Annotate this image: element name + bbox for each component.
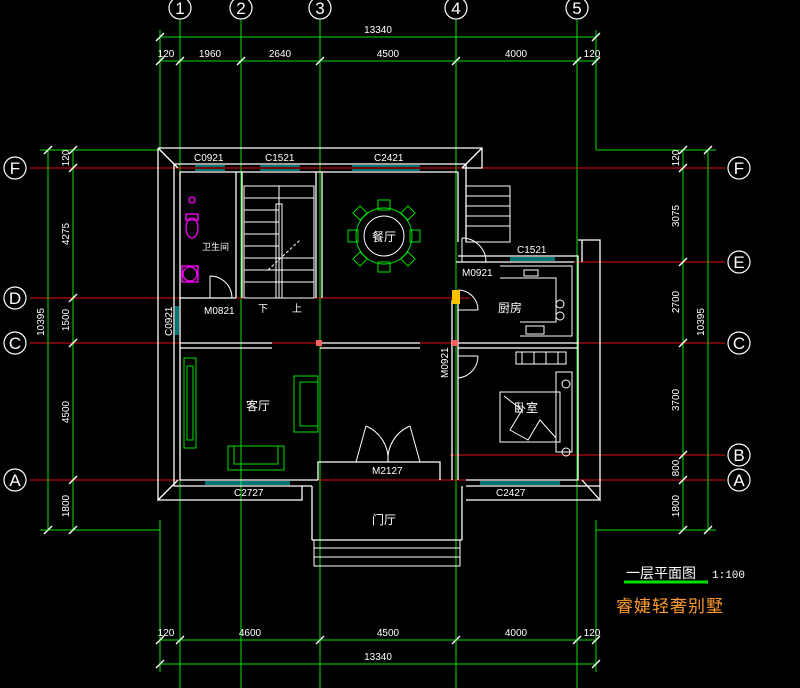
column-marker [316, 340, 322, 346]
dim-right-2: 3075 [671, 204, 682, 227]
axis-bubbles-right [727, 156, 751, 492]
dim-left-3: 1500 [61, 308, 72, 331]
room-label-kitchen: 厨房 [498, 300, 522, 315]
window-tag-c2727: C2727 [234, 488, 264, 499]
dim-right-4: 3700 [671, 388, 682, 411]
door-tag-m0921-bedroom: M0921 [440, 347, 451, 378]
stair-down-label: 下 [258, 304, 268, 315]
room-label-foyer: 门厅 [372, 512, 396, 527]
living-room-furniture [183, 357, 319, 471]
front-steps [313, 539, 461, 567]
walls [157, 147, 601, 541]
stair-up-label: 上 [292, 303, 302, 315]
dim-top-4: 4500 [377, 49, 400, 60]
east-steps [465, 185, 511, 243]
bathroom-fixtures [181, 196, 199, 283]
project-name: 睿婕轻奢别墅 [616, 597, 724, 616]
dimension-lines [40, 30, 716, 672]
window-tag-c2427: C2427 [496, 488, 526, 499]
door-tag-m0921-kitchen: M0921 [462, 268, 493, 279]
axis-bubbles-top [168, 0, 589, 20]
dim-right-6: 1800 [671, 494, 682, 517]
kitchen-counter [500, 265, 573, 337]
dim-left-overall: 10395 [36, 308, 47, 336]
room-label-bedroom: 卧室 [514, 400, 538, 415]
drawing-scale: 1:100 [712, 570, 745, 582]
column-marker [452, 290, 460, 304]
room-label-living: 客厅 [246, 398, 270, 413]
bedroom-furniture [499, 351, 573, 457]
axis-label-5: 5 [572, 0, 581, 18]
axis-label-F-left: F [10, 159, 20, 178]
axis-label-B-right: B [733, 446, 744, 465]
axis-label-A-left: A [9, 471, 21, 490]
dim-left-2: 4275 [61, 222, 72, 245]
axis-label-D-left: D [9, 289, 21, 308]
axis-lines [30, 20, 725, 688]
window-tag-c2421: C2421 [374, 153, 404, 164]
room-label-dining: 餐厅 [372, 229, 396, 244]
drawing-title: 一层平面图 [626, 566, 696, 582]
dim-bottom-overall: 13340 [364, 652, 392, 663]
window-tag-c1521-top: C1521 [265, 153, 295, 164]
dim-left-4: 4500 [61, 400, 72, 423]
dim-top-overall: 13340 [364, 25, 392, 36]
window-tag-c1521-kitchen: C1521 [517, 245, 547, 256]
dim-top-5: 4000 [505, 49, 528, 60]
dim-top-3: 2640 [269, 49, 292, 60]
window-tag-c0921-left: C0921 [164, 306, 175, 336]
window-tag-c0921-top: C0921 [194, 153, 224, 164]
column-marker [452, 340, 458, 346]
dining-table [347, 199, 421, 273]
dim-right-3: 2700 [671, 290, 682, 313]
dim-left-1: 120 [61, 149, 72, 166]
dim-bottom-5: 120 [584, 628, 601, 639]
axis-label-E-right: E [733, 253, 744, 272]
axis-label-F-right: F [734, 159, 744, 178]
axis-label-2: 2 [236, 0, 245, 18]
dim-right-5: 800 [671, 459, 682, 476]
door-tag-m2127: M2127 [372, 466, 403, 477]
dim-bottom-1: 120 [158, 628, 175, 639]
room-label-bathroom: 卫生间 [202, 241, 229, 252]
axis-bubbles-left [3, 156, 27, 492]
dim-right-1: 120 [671, 149, 682, 166]
axis-label-3: 3 [315, 0, 324, 18]
dim-right-overall: 10395 [696, 308, 707, 336]
axis-label-1: 1 [175, 0, 184, 18]
axis-label-C-right: C [733, 334, 745, 353]
dim-bottom-3: 4500 [377, 628, 400, 639]
windows [175, 165, 560, 485]
dim-left-5: 1800 [61, 494, 72, 517]
door-tag-m0821: M0821 [204, 306, 235, 317]
axis-label-A-right: A [733, 471, 745, 490]
axis-label-C-left: C [9, 334, 21, 353]
axis-label-4: 4 [451, 0, 460, 18]
dim-bottom-4: 4000 [505, 628, 528, 639]
dimension-ticks [43, 32, 713, 669]
dim-top-1: 120 [158, 49, 175, 60]
doors [209, 237, 487, 463]
staircase [243, 185, 315, 299]
dim-top-6: 120 [584, 49, 601, 60]
dim-top-2: 1960 [199, 49, 222, 60]
dim-bottom-2: 4600 [239, 628, 262, 639]
